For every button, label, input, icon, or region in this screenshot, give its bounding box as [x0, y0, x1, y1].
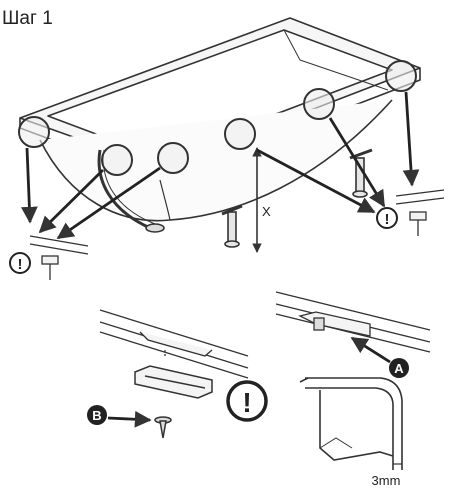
callout-b-arrow: [107, 410, 152, 428]
callout-a-arrow: [350, 336, 391, 364]
leg-front: [221, 204, 243, 248]
svg-text:!: !: [385, 211, 390, 228]
warning-icon-left: !: [9, 252, 31, 274]
mount-point-2: [101, 144, 133, 176]
rail-detail-right: [275, 291, 431, 353]
gap-label: 3mm: [372, 473, 401, 488]
mount-point-5: [303, 88, 335, 120]
bathtub: [19, 17, 421, 233]
mount-point-4: [224, 118, 256, 150]
bracket-left: [134, 365, 213, 399]
dimension-x-label: X: [262, 204, 271, 219]
svg-text:A: A: [394, 361, 404, 376]
rim-cross-section: [299, 377, 403, 470]
svg-text:!: !: [18, 256, 23, 273]
warning-icon-right: !: [376, 207, 398, 229]
rail-detail-left: [99, 309, 249, 379]
mount-point-3: [157, 142, 189, 174]
pointer-arrows: [20, 91, 420, 240]
svg-text:B: B: [92, 408, 101, 423]
screw: [154, 416, 172, 439]
clip-detail-right: [395, 189, 445, 236]
mount-point-1: [18, 116, 50, 148]
mount-point-6: [385, 60, 417, 92]
callout-b: B: [87, 405, 107, 425]
svg-text:!: !: [242, 387, 251, 418]
callout-a: A: [389, 358, 409, 378]
mount-points: [18, 60, 417, 176]
warning-icon-large: !: [226, 380, 268, 422]
clip-detail-left: [29, 235, 89, 280]
step-title: Шаг 1: [2, 8, 53, 29]
